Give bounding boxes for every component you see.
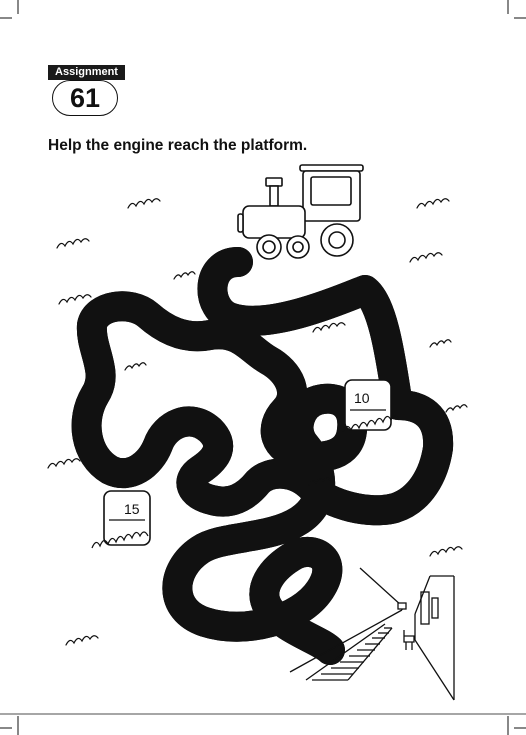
sign-15-label: 15 [124, 501, 140, 517]
maze-path[interactable] [87, 247, 439, 665]
railway-platform-icon [289, 567, 455, 701]
assignment-label: Assignment [48, 65, 125, 80]
grass-tufts [47, 198, 468, 646]
assignment-number: 61 [52, 80, 118, 116]
train-engine-icon [237, 164, 364, 260]
instruction-text: Help the engine reach the platform. [48, 137, 308, 154]
platform-sign-15: 15 [91, 490, 151, 549]
platform-sign-10: 10 [342, 379, 400, 433]
sign-10-label: 10 [354, 390, 370, 406]
